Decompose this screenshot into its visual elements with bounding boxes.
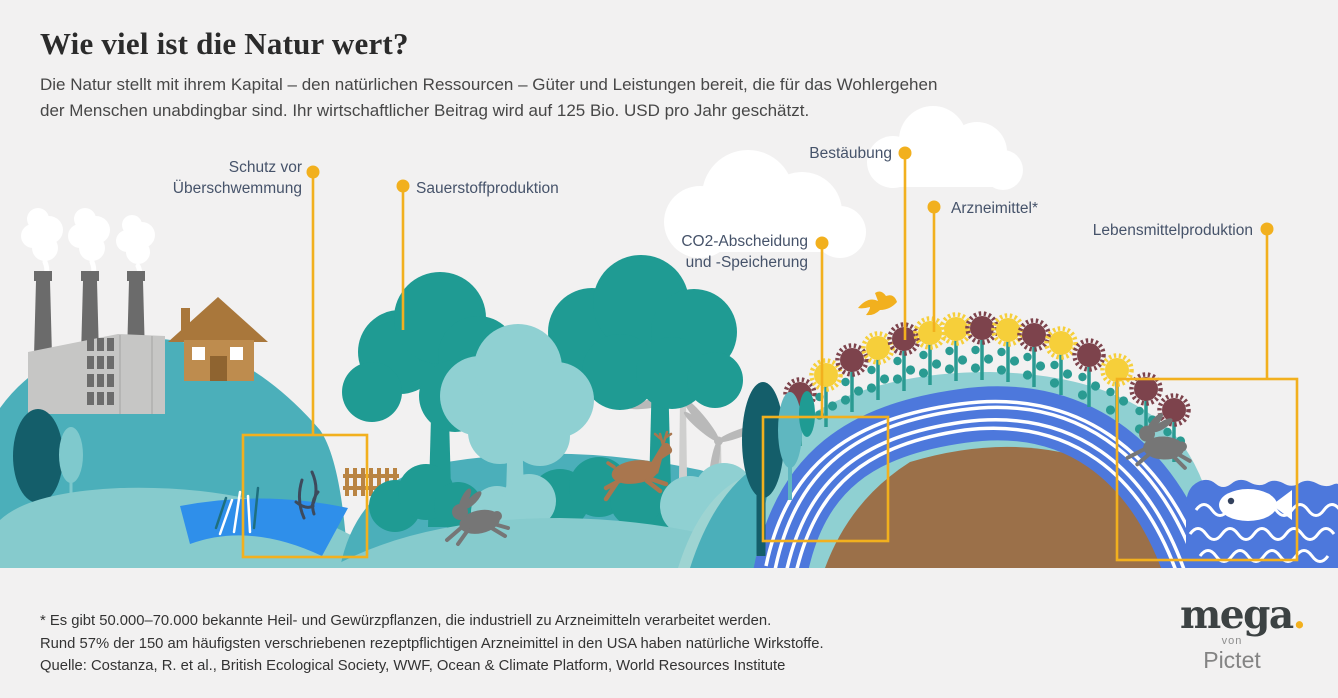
logo-yellow-dot: . [1292, 592, 1307, 638]
highlight-box-flood [241, 433, 369, 559]
logo-wordmark: mega. [1180, 596, 1306, 635]
sunflower-icon [1017, 318, 1051, 387]
deer-icon [603, 430, 673, 502]
tree-oval-dark [13, 409, 63, 503]
page-title: Wie viel ist die Natur wert? [40, 26, 409, 61]
sunflower-icon [835, 343, 869, 412]
page-subtitle: Die Natur stellt mit ihrem Kapital – den… [40, 72, 937, 124]
logo-mega-text: mega [1180, 592, 1294, 638]
highlight-box-food [1115, 377, 1299, 562]
highlight-box-co2 [761, 415, 890, 543]
label-flood-protection: Schutz vor Überschwemmung [110, 157, 302, 199]
fish-icon [1219, 489, 1292, 521]
sunflower-icon [1044, 326, 1078, 395]
sunflower-icon [913, 316, 947, 385]
sunflower-icon [965, 311, 999, 380]
highlight-annotations [241, 159, 1299, 562]
footnotes: * Es gibt 50.000–70.000 bekannte Heil- u… [40, 610, 824, 678]
subtitle-line2: der Menschen unabdingbar sind. Ihr wirts… [40, 101, 810, 120]
label-co2-line1: CO2-Abscheidung [681, 233, 808, 250]
label-medicine: Arzneimittel* [951, 200, 1038, 217]
sunflower-icon [939, 312, 973, 381]
label-co2-line2: und -Speicherung [685, 254, 808, 271]
footnote-line3: Quelle: Costanza, R. et al., British Eco… [40, 658, 786, 674]
soil-mound [825, 446, 1186, 568]
river [753, 386, 1218, 568]
mega-pictet-logo: mega. von Pictet [1180, 596, 1306, 674]
sunflower-icon [1072, 338, 1106, 407]
label-pollination: Bestäubung [809, 145, 892, 162]
subtitle-line1: Die Natur stellt mit ihrem Kapital – den… [40, 75, 938, 94]
label-flood-line1: Schutz vor [228, 159, 302, 176]
callout-dots [306, 146, 1274, 250]
sunflower-icon [991, 313, 1025, 382]
label-co2-capture: CO2-Abscheidung und -Speicherung [630, 231, 808, 273]
cloud-icon [664, 150, 866, 258]
house-icon [168, 297, 268, 381]
label-oxygen-production: Sauerstoffproduktion [416, 180, 559, 197]
cloud-icon [867, 106, 1023, 190]
footnote-line1: * Es gibt 50.000–70.000 bekannte Heil- u… [40, 613, 772, 629]
label-flood-line2: Überschwemmung [172, 180, 302, 197]
logo-pictet-text: Pictet [1203, 647, 1261, 673]
pond-reeds [214, 470, 320, 536]
bird-icon [858, 291, 897, 316]
tree-oval-group-right [742, 382, 815, 556]
factory-smoke [21, 208, 155, 305]
sea [1186, 479, 1338, 568]
factory-icon [28, 271, 165, 414]
footnote-line2: Rund 57% der 150 am häufigsten verschrie… [40, 635, 824, 652]
label-food-production: Lebensmittelproduktion [1092, 222, 1253, 239]
logo-von-text: von [1221, 635, 1243, 647]
